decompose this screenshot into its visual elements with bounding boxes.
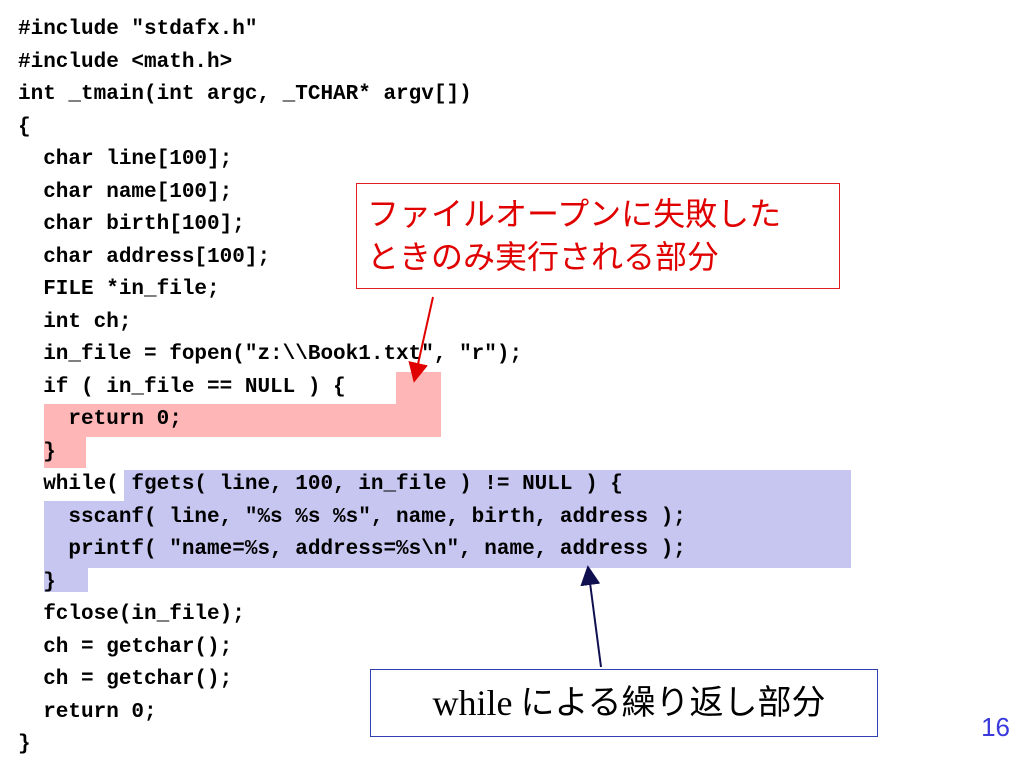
loop-block-highlight-close (44, 567, 88, 592)
code-line: char address[100]; (18, 245, 271, 269)
code-line: fclose(in_file); (18, 603, 245, 626)
code-line: ch = getchar(); (18, 635, 233, 659)
error-block-highlight-body (44, 404, 441, 437)
code-line: ch = getchar(); (18, 668, 233, 691)
code-line: printf( "name=%s, address=%s\n", name, a… (18, 538, 686, 561)
code-line: FILE *in_file; (18, 278, 220, 301)
loop-callout-text: による繰り返し部分 (520, 683, 826, 723)
loop-callout-arrow (580, 565, 602, 668)
error-block-callout: ファイルオープンに失敗した ときのみ実行される部分 (356, 183, 840, 289)
code-line: int _tmain(int argc, _TCHAR* argv[]) (18, 83, 472, 106)
code-line: while( fgets( line, 100, in_file ) != NU… (18, 473, 623, 496)
code-line: } (18, 440, 56, 464)
code-line: return 0; (18, 700, 157, 724)
error-callout-line2: ときのみ実行される部分 (367, 238, 720, 276)
error-callout-line1: ファイルオープンに失敗した (367, 195, 782, 233)
code-line: char line[100]; (18, 148, 233, 171)
error-block-highlight-close (44, 436, 86, 468)
code-line: if ( in_file == NULL ) { (18, 375, 346, 399)
loop-callout-keyword: while (432, 683, 513, 723)
code-line: sscanf( line, "%s %s %s", name, birth, a… (18, 505, 686, 529)
code-line: char birth[100]; (18, 213, 245, 236)
code-line: char name[100]; (18, 180, 233, 204)
code-line: } (18, 570, 56, 594)
code-line: int ch; (18, 310, 132, 334)
code-line: #include "stdafx.h" (18, 18, 258, 41)
page-number: 16 (981, 712, 1010, 742)
error-callout-arrow (408, 296, 434, 383)
code-listing: #include "stdafx.h" #include <math.h> in… (18, 14, 686, 762)
code-line: in_file = fopen("z:\\Book1.txt", "r"); (18, 343, 523, 366)
code-line: return 0; (18, 408, 182, 431)
code-line: } (18, 733, 31, 756)
code-line: #include <math.h> (18, 50, 233, 74)
loop-block-highlight-head (124, 470, 851, 502)
loop-block-highlight-body (44, 501, 851, 568)
loop-block-callout: while による繰り返し部分 (370, 669, 878, 737)
code-line: { (18, 115, 31, 139)
